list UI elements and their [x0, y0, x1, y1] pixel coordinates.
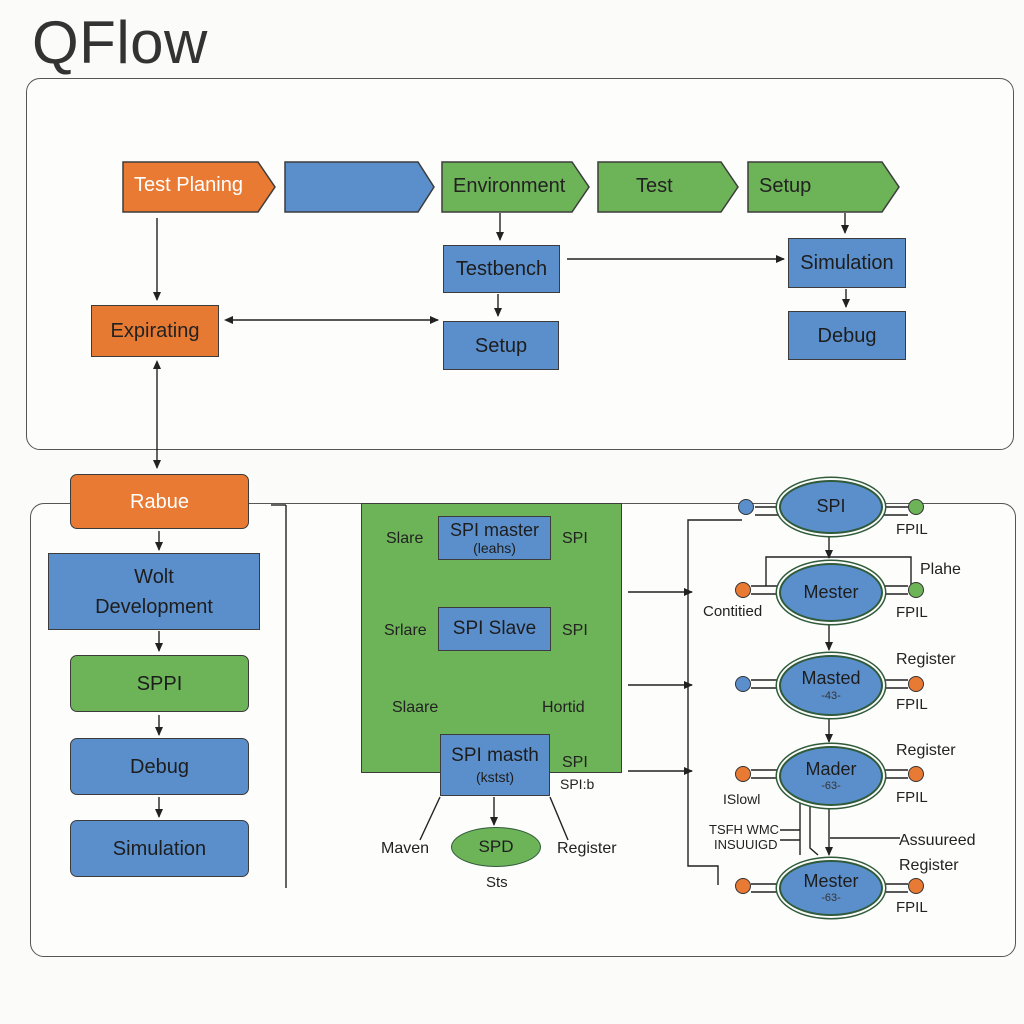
label-spi-b: SPI:b [560, 776, 595, 792]
oval-mester-1[interactable]: Mester [779, 563, 883, 622]
port-dot[interactable] [735, 582, 751, 598]
label-register-1: Register [896, 651, 956, 668]
label-slare: Slare [386, 530, 424, 547]
testbench-box[interactable]: Testbench [443, 245, 560, 293]
oval-mester-2[interactable]: Mester -63- [779, 860, 883, 916]
oval-masted[interactable]: Masted -43- [779, 655, 883, 716]
chevron-test-planing[interactable]: Test Planing [134, 174, 243, 196]
label-spi-3: SPI [562, 754, 588, 771]
label-slaare: Slaare [392, 699, 439, 716]
label-fpil-1: FPIL [896, 521, 928, 538]
label-register-2: Register [896, 742, 956, 759]
port-dot[interactable] [735, 676, 751, 692]
chevron-test-shape [597, 161, 739, 213]
label-fpil-3: FPIL [896, 696, 928, 713]
spi-master-bottom-label: SPI masth [451, 744, 539, 766]
oval-mader[interactable]: Mader -63- [779, 746, 883, 806]
label-plahe: Plahe [920, 561, 961, 578]
chevron-blank-shape [284, 161, 435, 213]
label-fpil-4: FPIL [896, 789, 928, 806]
expirating-box[interactable]: Expirating [91, 305, 219, 357]
left-simulation-box[interactable]: Simulation [70, 820, 249, 877]
wolt-line1: Wolt [134, 565, 174, 588]
label-isiowl: ISlowl [723, 791, 761, 807]
port-dot[interactable] [738, 499, 754, 515]
wolt-line2: Development [95, 595, 213, 618]
left-debug-box[interactable]: Debug [70, 738, 249, 795]
sppi-box[interactable]: SPPI [70, 655, 249, 712]
chevron-setup[interactable]: Setup [759, 175, 812, 197]
label-register-center: Register [557, 840, 617, 857]
simulation-box[interactable]: Simulation [788, 238, 906, 288]
label-spi-1: SPI [562, 530, 588, 547]
label-insuuigd: INSUUIGD [714, 837, 778, 852]
setup-box[interactable]: Setup [443, 321, 559, 370]
chevron-test[interactable]: Test [636, 175, 673, 197]
spi-master-bottom-sub: (kstst) [475, 769, 515, 786]
label-maven: Maven [381, 840, 430, 857]
label-register-3: Register [899, 857, 959, 874]
label-srlare: Srlare [384, 622, 427, 639]
chevron-environment-shape [441, 161, 590, 213]
port-dot[interactable] [908, 878, 924, 894]
spi-master-top-sub: (leahs) [473, 540, 516, 557]
port-dot[interactable] [735, 878, 751, 894]
spi-slave-box[interactable]: SPI Slave [438, 607, 551, 651]
spd-label: SPD [478, 836, 514, 856]
port-dot[interactable] [908, 676, 924, 692]
port-dot[interactable] [735, 766, 751, 782]
label-sts: Sts [486, 874, 508, 891]
label-contitied: Contitied [703, 603, 763, 620]
spd-oval[interactable]: SPD [451, 827, 541, 867]
chevron-test-planing-shape [122, 161, 276, 213]
label-fpil-2: FPIL [896, 604, 928, 621]
spi-master-bottom-box[interactable]: SPI masth (kstst) [440, 734, 550, 796]
label-fpil-5: FPIL [896, 899, 928, 916]
spi-master-top-label: SPI master [449, 519, 540, 540]
spi-master-top-box[interactable]: SPI master (leahs) [438, 516, 551, 560]
label-assuureed: Assuureed [899, 832, 976, 849]
port-dot[interactable] [908, 766, 924, 782]
page-title: QFlow [32, 9, 208, 76]
label-tsfh: TSFH WMC [709, 822, 780, 837]
debug-box[interactable]: Debug [788, 311, 906, 360]
port-dot[interactable] [908, 582, 924, 598]
chevron-environment[interactable]: Environment [453, 175, 566, 197]
port-dot[interactable] [908, 499, 924, 515]
rabue-box[interactable]: Rabue [70, 474, 249, 529]
label-hortid: Hortid [542, 699, 585, 716]
wolt-development-box[interactable]: Wolt Development [48, 553, 260, 630]
label-spi-2: SPI [562, 622, 588, 639]
oval-spi[interactable]: SPI [779, 480, 883, 534]
chevron-setup-shape [747, 161, 900, 213]
